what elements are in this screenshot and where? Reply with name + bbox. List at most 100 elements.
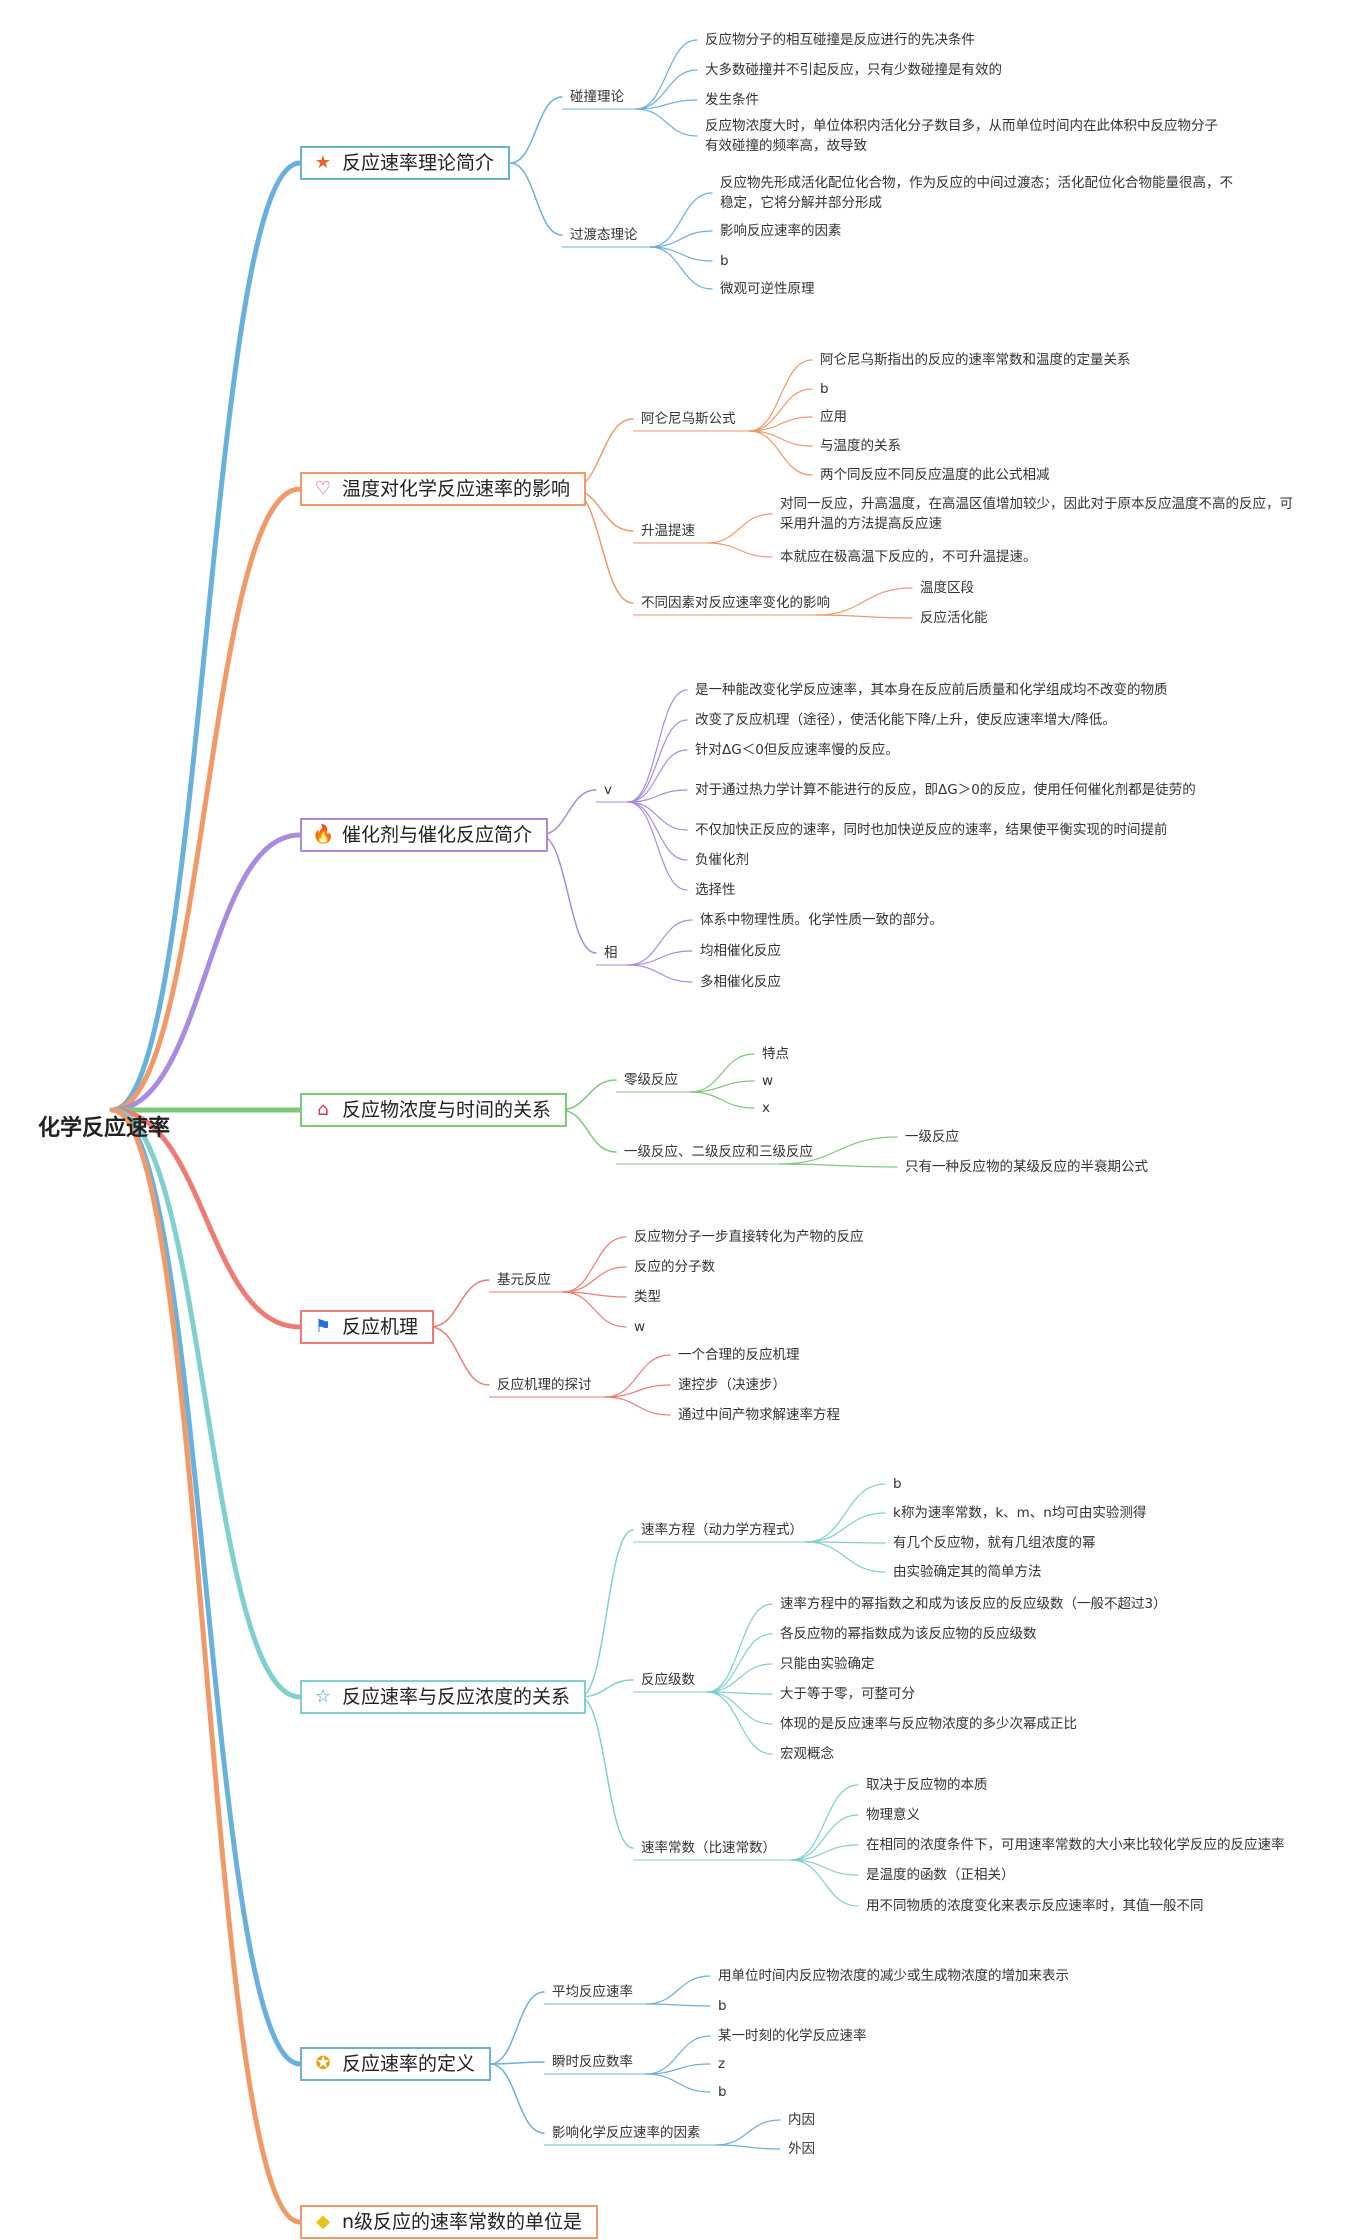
leaf-topic[interactable]: 多相催化反应 [700,974,781,990]
sub-branch-line [579,1696,634,1849]
leaf-topic[interactable]: 类型 [634,1289,661,1305]
leaf-topic[interactable]: 两个同反应不同反应温度的此公式相减 [820,467,1050,483]
leaf-topic[interactable]: 与温度的关系 [820,438,901,454]
leaf-topic[interactable]: 反应物先形成活化配位化合物，作为反应的中间过渡态；活化配位化合物能量很高，不稳定… [720,175,1233,211]
leaf-branch-line [748,430,813,476]
root-topic[interactable]: 化学反应速率 [38,1116,171,1141]
subtopic[interactable]: 速率常数（比速常数） [641,1840,776,1856]
leaf-branch-line [715,2144,781,2150]
leaf-topic[interactable]: 大多数碰撞并不引起反应，只有少数碰撞是有效的 [705,62,1002,78]
leaf-topic[interactable]: 改变了反应机理（途径），使活化能下降/上升，使反应速率增大/降低。 [695,712,1116,728]
leaf-topic[interactable]: 用不同物质的浓度变化来表示反应速率时，其值一般不同 [866,1898,1204,1914]
subtopic[interactable]: 一级反应、二级反应和三级反应 [624,1144,813,1160]
leaf-topic[interactable]: 特点 [762,1046,789,1062]
leaf-topic[interactable]: 是一种能改变化学反应速率，其本身在反应前后质量和化学组成均不改变的物质 [695,682,1168,698]
subtopic[interactable]: 反应机理的探讨 [497,1377,592,1393]
leaf-topic[interactable]: 一级反应 [905,1129,959,1145]
leaf-branch-line [689,1053,755,1093]
leaf-topic[interactable]: 针对ΔG＜0但反应速率慢的反应。 [695,742,899,758]
leaf-topic[interactable]: 反应的分子数 [634,1259,715,1275]
main-branch-line [109,160,303,1113]
leaf-topic[interactable]: 对于通过热力学计算不能进行的反应，即ΔG＞0的反应，使用任何催化剂都是徒劳的 [695,782,1196,798]
subtopic[interactable]: 不同因素对反应速率变化的影响 [641,595,830,611]
subtopic[interactable]: 平均反应速率 [552,1984,633,2000]
subtopic[interactable]: 相 [604,945,618,961]
leaf-branch-line [706,1633,773,1693]
leaf-topic[interactable]: 选择性 [695,882,736,898]
leaf-topic[interactable]: 体系中物理性质。化学性质一致的部分。 [700,912,943,928]
leaf-branch-line [562,1236,627,1293]
leaf-topic[interactable]: 应用 [820,409,847,425]
subtopic[interactable]: 零级反应 [624,1072,678,1088]
leaf-topic[interactable]: 有几个反应物，就有几组浓度的幂 [893,1535,1096,1551]
leaf-topic[interactable]: 均相催化反应 [700,943,781,959]
leaf-topic[interactable]: 用单位时间内反应物浓度的减少或生成物浓度的增加来表示 [718,1968,1069,1984]
leaf-topic[interactable]: 阿仑尼乌斯指出的反应的速率常数和温度的定量关系 [820,352,1131,368]
leaf-topic[interactable]: z [718,2056,726,2072]
leaf-topic[interactable]: b [718,1998,727,2014]
category-topic[interactable]: ⚑反应机理 [300,1310,435,1344]
leaf-topic[interactable]: 取决于反应物的本质 [866,1777,988,1793]
subtopic[interactable]: 升温提速 [641,523,695,539]
leaf-topic[interactable]: 温度区段 [920,580,974,596]
leaf-topic[interactable]: b [893,1476,902,1492]
subtopic[interactable]: v [604,782,612,798]
leaf-topic[interactable]: 体现的是反应速率与反应物浓度的多少次幂成正比 [780,1716,1077,1732]
subtopic[interactable]: 速率方程（动力学方程式） [641,1522,803,1538]
leaf-topic[interactable]: 不仅加快正反应的速率，同时也加快逆反应的速率，结果使平衡实现的时间提前 [695,822,1168,838]
subtopic[interactable]: 影响化学反应速率的因素 [552,2125,701,2141]
subtopic[interactable]: 过渡态理论 [570,227,638,243]
leaf-topic[interactable]: 影响反应速率的因素 [720,223,842,239]
leaf-topic[interactable]: k称为速率常数，k、m、n均可由实验测得 [893,1505,1147,1521]
leaf-topic[interactable]: 速率方程中的幂指数之和成为该反应的反应级数（一般不超过3） [780,1596,1167,1612]
leaf-topic[interactable]: 是温度的函数（正相关） [866,1867,1015,1883]
leaf-topic[interactable]: 物理意义 [866,1807,920,1823]
leaf-topic[interactable]: 宏观概念 [780,1746,834,1762]
leaf-topic[interactable]: 内因 [788,2112,815,2128]
leaf-branch-line [627,749,688,803]
leaf-topic[interactable]: 对同一反应，升高温度，在高温区值增加较少，因此对于原本反应温度不高的反应，可采用… [780,496,1293,532]
leaf-topic[interactable]: 负催化剂 [695,852,749,868]
leaf-topic[interactable]: w [634,1319,646,1335]
leaf-branch-line [778,1136,898,1165]
category-topic[interactable]: ♡温度对化学反应速率的影响 [300,472,587,506]
leaf-topic[interactable]: 反应物分子一步直接转化为产物的反应 [634,1229,864,1245]
leaf-topic[interactable]: 速控步（决速步） [678,1377,786,1393]
leaf-topic[interactable]: 由实验确定其的简单方法 [893,1564,1042,1580]
leaf-topic[interactable]: 反应物浓度大时，单位体积内活化分子数目多，从而单位时间内在此体积中反应物分子有效… [705,118,1218,154]
leaf-topic[interactable]: b [820,381,829,397]
leaf-topic[interactable]: b [720,253,729,269]
home-icon: ⌂ [317,1099,329,1120]
category-topic[interactable]: ★反应速率理论简介 [300,146,511,180]
leaf-topic[interactable]: 一个合理的反应机理 [678,1347,800,1363]
category-topic[interactable]: ✪反应速率的定义 [300,2047,492,2081]
leaf-topic[interactable]: 在相同的浓度条件下，可用速率常数的大小来比较化学反应的反应速率 [866,1837,1285,1853]
leaf-topic[interactable]: 各反应物的幂指数成为该反应物的反应级数 [780,1626,1037,1642]
leaf-topic[interactable]: x [762,1100,770,1116]
category-topic[interactable]: ⌂反应物浓度与时间的关系 [300,1093,568,1127]
leaf-topic[interactable]: 外因 [788,2141,815,2157]
leaf-branch-line [748,359,813,432]
leaf-topic[interactable]: 发生条件 [705,92,759,108]
subtopic[interactable]: 瞬时反应数率 [552,2054,633,2070]
subtopic[interactable]: 反应级数 [641,1672,695,1688]
category-topic[interactable]: ☆反应速率与反应浓度的关系 [300,1680,587,1714]
category-topic[interactable]: 🔥催化剂与催化反应简介 [300,818,549,852]
leaf-topic[interactable]: 只有一种反应物的某级反应的半衰期公式 [905,1159,1148,1175]
leaf-topic[interactable]: 通过中间产物求解速率方程 [678,1407,840,1423]
leaf-topic[interactable]: 大于等于零，可整可分 [780,1686,915,1702]
leaf-topic[interactable]: 某一时刻的化学反应速率 [718,2028,867,2044]
leaf-branch-line [790,1814,859,1861]
leaf-topic[interactable]: 微观可逆性原理 [720,281,815,297]
leaf-topic[interactable]: 反应活化能 [920,610,988,626]
leaf-topic[interactable]: 只能由实验确定 [780,1656,875,1672]
subtopic[interactable]: 阿仑尼乌斯公式 [641,411,736,427]
subtopic[interactable]: 基元反应 [497,1272,551,1288]
leaf-topic[interactable]: 反应物分子的相互碰撞是反应进行的先决条件 [705,32,975,48]
leaf-topic[interactable]: w [762,1073,774,1089]
leaf-branch-line [604,1384,671,1398]
leaf-topic[interactable]: 本就应在极高温下反应的，不可升温提速。 [780,549,1037,565]
category-topic[interactable]: ◆n级反应的速率常数的单位是 [300,2205,599,2239]
leaf-topic[interactable]: b [718,2084,727,2100]
subtopic[interactable]: 碰撞理论 [570,89,624,105]
